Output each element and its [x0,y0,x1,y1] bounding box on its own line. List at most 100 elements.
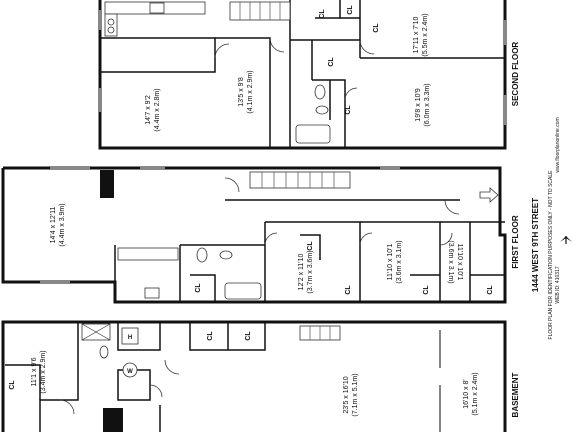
first-floor-plan: 14'4 x 12'11 (4.4m x 3.9m) 12'2 x 11'10 … [1,166,520,304]
closet-label: CL [347,5,354,15]
address-block: 1444 WEST 9TH STREET [531,198,540,292]
svg-text:(3.4m x 2.9m): (3.4m x 2.9m) [40,350,47,393]
room-label-2f-front: 17'11 x 7'10 (5.5m x 2.4m) [413,13,429,56]
svg-text:(5.1m x 2.4m): (5.1m x 2.4m) [472,372,479,415]
closet-label: CL [345,105,352,115]
room-label-1f-bedroom-2: 11'10 x 10'1 (3.6m x 3.1m) [387,240,403,283]
door-swing [444,199,460,215]
kitchen-sink-icon [144,287,160,299]
svg-text:12'2 x 11'10: 12'2 x 11'10 [298,253,305,290]
closet-label: CL [207,331,214,341]
kitchen-counter-1f [117,247,179,261]
floor-label-first: FIRST FLOOR [511,215,520,269]
room-label-bsmt-front: 16'10 x 8' (5.1m x 2.4m) [463,372,479,415]
room-label-1f-bedroom: 12'2 x 11'10 (3.7m x 3.6m) [298,250,314,293]
heater-icon [121,327,139,345]
address-text: 1444 WEST 9TH STREET [531,198,540,292]
washer-icon [122,362,138,378]
bath-sink-icon [219,250,233,260]
basement-outer-wall [1,320,507,432]
disclaimer-block: FLOOR PLAN FOR IDENTIFICATION PURPOSES O… [548,117,561,339]
bath-closet-wall-1f [190,274,216,302]
closet-label: CL [245,331,252,341]
toilet-icon [314,84,326,100]
basement-closet-wall [5,364,41,400]
bath-wall [312,79,346,148]
closet-label: CL [9,380,16,390]
closet-label: CL [487,285,494,295]
stove-burner-icon [107,26,115,34]
svg-text:(4.1m x 2.9m): (4.1m x 2.9m) [247,70,254,113]
svg-text:(4.4m x 2.8m): (4.4m x 2.8m) [154,88,161,131]
svg-text:11'1 x 9'6: 11'1 x 9'6 [31,357,38,386]
closet-label: CL [307,241,314,251]
heater-room-wall [117,322,161,351]
web-id-text: WEB ID: 410317 [555,266,561,303]
heater-label: H [128,335,132,341]
bathtub-icon [295,124,331,144]
door-swing [264,232,278,246]
stove-burner-icon [107,18,115,26]
chimney-icon [103,408,123,432]
room-label-bsmt-main: 23'5 x 16'10 (7.1m x 5.1m) [343,373,359,416]
door-swing [359,232,373,246]
closet-label: CL [345,285,352,295]
svg-text:11'10 x 10'1: 11'10 x 10'1 [387,243,394,280]
svg-text:(3.6m x 3.1m): (3.6m x 3.1m) [447,240,454,283]
svg-text:23'5 x 16'10: 23'5 x 16'10 [343,376,350,413]
compass-icon [560,236,572,244]
room-label-2f-rear-left: 14'7 x 9'2 (4.4m x 2.8m) [145,88,161,131]
toilet-icon [196,247,208,263]
door-swing [439,232,453,246]
svg-text:11'10 x 10'1: 11'10 x 10'1 [456,244,463,281]
svg-text:(4.4m x 3.9m): (4.4m x 3.9m) [59,203,66,246]
svg-text:(7.1m x 5.1m): (7.1m x 5.1m) [352,373,359,416]
second-floor-stairs [229,1,291,21]
svg-text:14'4 x 12'11: 14'4 x 12'11 [50,206,57,243]
svg-text:13'5 x 9'8: 13'5 x 9'8 [238,77,245,107]
laundry-wall [117,369,151,401]
closet-label: CL [319,9,326,19]
entry-arrow-icon [479,187,499,203]
floor-label-second: SECOND FLOOR [511,42,520,107]
svg-text:(3.6m x 3.1m): (3.6m x 3.1m) [396,240,403,283]
closet-label: CL [195,283,202,293]
door-swing [344,87,358,101]
bathtub-icon [224,282,262,300]
kitchen-sink-icon [149,2,165,14]
bath-sink-icon [315,105,329,115]
second-floor-plan: 17'11 x 7'10 (5.5m x 2.4m) 14'7 x 9'2 (4… [98,0,520,150]
closet-label: CL [373,23,380,33]
closet-label: CL [423,285,430,295]
room-label-2f-front-right: 19'8 x 10'9 (6.0m x 3.3m) [415,83,431,126]
toilet-icon [99,345,109,359]
basement-room-wall [39,322,79,432]
fireplace-icon [100,170,114,198]
svg-text:16'10 x 8': 16'10 x 8' [463,379,470,409]
room-label-1f-living: 14'4 x 12'11 (4.4m x 3.9m) [50,203,66,246]
closet-label: CL [328,57,335,67]
floor-label-basement: BASEMENT [511,372,520,417]
door-swing [359,39,375,55]
svg-text:17'11 x 7'10: 17'11 x 7'10 [413,16,420,53]
first-floor-stairs [249,171,351,189]
kitchen-wall [100,37,216,73]
door-swing [224,177,240,193]
disclaimer-text: FLOOR PLAN FOR IDENTIFICATION PURPOSES O… [548,170,554,340]
basement-plan: H W 11'1 x 9'6 (3.4m x 2.9m) 23'5 x 16'1… [1,320,520,432]
room-label-2f-middle: 13'5 x 9'8 (4.1m x 2.9m) [238,70,254,113]
svg-text:(5.5m x 2.4m): (5.5m x 2.4m) [422,13,429,56]
door-swing [149,384,163,398]
door-swing [59,399,75,415]
washer-label: W [127,369,133,375]
svg-text:(6.0m x 3.3m): (6.0m x 3.3m) [424,83,431,126]
closet-wall-1f-2 [300,234,321,260]
second-floor-outer-wall [98,0,507,150]
svg-text:(3.7m x 3.6m): (3.7m x 3.6m) [307,250,314,293]
website-text: www.floorplanonline.com [555,117,561,172]
door-swing [164,359,180,375]
room-label-1f-front: 11'10 x 10'1 (3.6m x 3.1m) [447,240,463,283]
door-swing [214,43,230,59]
